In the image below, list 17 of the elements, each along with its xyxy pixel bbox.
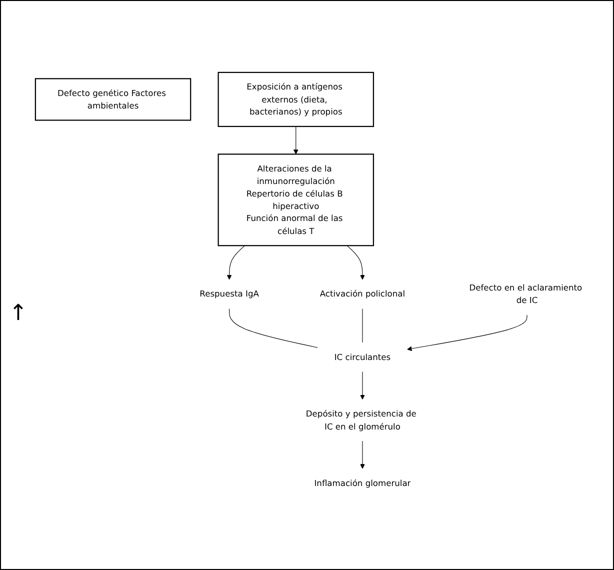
node-box: Defecto genético Factores ambientales <box>34 78 192 121</box>
node-box: Exposición a antígenos externos (dieta, bacterianos) y propios <box>218 72 374 127</box>
node-text: Defecto en el aclaramiento de IC <box>469 282 582 306</box>
node-text: Depósito y persistencia de IC en el glomérulo <box>306 408 416 432</box>
node-text: Activación policlonal <box>320 288 406 299</box>
node-text: Inflamación glomerular <box>314 478 411 488</box>
node-text: Respuesta IgA <box>200 288 259 299</box>
arrow <box>293 126 298 154</box>
increase-mark: ↑ <box>9 301 28 326</box>
arrow <box>226 245 246 280</box>
connector <box>229 308 318 348</box>
arrow <box>360 371 365 400</box>
node-box: Alteraciones de la inmunorregulación Repertorio de células B hiperactivo Función anormal de las células T <box>218 154 374 246</box>
arrow <box>360 440 365 469</box>
arrow <box>346 245 365 280</box>
arrow <box>407 314 528 351</box>
node-text: IC circulantes <box>334 352 391 362</box>
